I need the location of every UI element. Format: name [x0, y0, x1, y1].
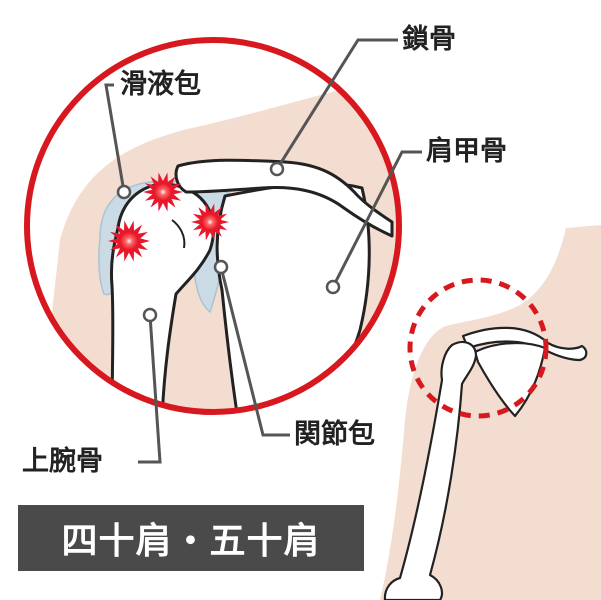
pain-markers — [108, 172, 229, 262]
title-text: 四十肩・五十肩 — [61, 521, 321, 562]
leader-humerus — [138, 314, 162, 464]
label-humerus: 上腕骨 — [22, 446, 103, 477]
leader-joint-capsule — [219, 266, 290, 437]
pain-burst-core — [154, 183, 172, 201]
zoom-clavicle — [174, 158, 394, 238]
leader-bursa — [104, 83, 126, 193]
zoom-ring — [24, 37, 402, 415]
dot-joint-capsule — [213, 259, 229, 275]
dot-bursa — [116, 184, 132, 200]
pain-burst-core — [120, 232, 138, 250]
zoom-scapula — [215, 181, 371, 412]
label-bursa: 滑液包 — [120, 69, 201, 100]
label-joint-capsule: 関節包 — [294, 419, 375, 450]
label-scapula: 肩甲骨 — [426, 136, 507, 167]
leader-clavicle — [275, 38, 398, 170]
dot-scapula — [325, 279, 341, 295]
small-humerus — [383, 340, 478, 600]
dot-clavicle — [269, 161, 285, 177]
leader-scapula — [331, 150, 422, 288]
pain-burst-core — [202, 214, 218, 230]
label-clavicle: 鎖骨 — [402, 24, 456, 55]
title-banner: 四十肩・五十肩 — [18, 505, 364, 571]
dot-humerus — [142, 307, 158, 323]
small-highlight-ring — [407, 277, 549, 419]
